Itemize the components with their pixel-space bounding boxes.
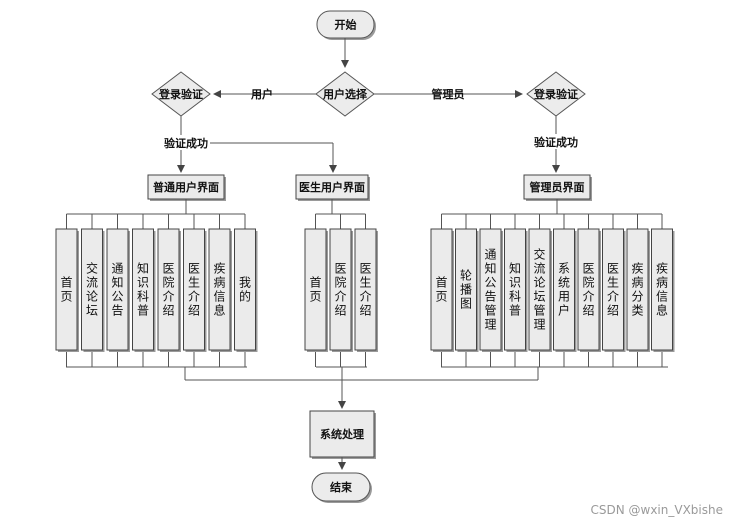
edge-label-success-right: 验证成功	[534, 135, 578, 149]
module-label: 通知公告	[111, 262, 123, 318]
end-label: 结束	[329, 480, 353, 494]
edge-label-user: 用户	[251, 87, 273, 101]
module-box	[304, 228, 327, 351]
module-box	[55, 228, 78, 351]
module-box	[157, 228, 180, 351]
module-box	[132, 228, 154, 351]
edge-label-success-left: 验证成功	[164, 136, 208, 150]
module-label: 疾病信息	[213, 261, 225, 318]
module-box	[234, 228, 256, 351]
module-label: 医院介绍	[162, 262, 174, 318]
user-select-label: 用户选择	[323, 87, 368, 101]
module-label: 疾病分类	[631, 261, 643, 318]
end-node: 结束	[311, 472, 372, 503]
module-label: 系统用户	[558, 262, 570, 318]
system-process-label: 系统处理	[320, 427, 364, 441]
module-box	[430, 228, 453, 351]
login-left-label: 登录验证	[158, 87, 203, 101]
normal-user-modules: 首页 交流论坛 通知公告 知识科普 医院介绍 医生介绍 疾病信息 我的	[55, 199, 258, 367]
module-box	[106, 228, 129, 351]
module-label: 交流论坛管理	[533, 247, 545, 332]
module-label: 交流论坛	[86, 261, 98, 318]
module-label: 医院介绍	[582, 262, 594, 318]
module-box	[528, 228, 551, 351]
module-box	[354, 228, 377, 351]
module-box	[81, 228, 103, 351]
module-label: 首页	[435, 276, 447, 304]
admin-ui-box: 管理员界面	[523, 174, 592, 201]
module-label: 首页	[309, 276, 321, 304]
normal-user-ui-label: 普通用户界面	[153, 180, 219, 194]
login-left-decision: 登录验证	[151, 71, 211, 117]
user-select-decision: 用户选择	[315, 71, 375, 117]
module-label: 疾病信息	[656, 261, 668, 318]
start-node: 开始	[316, 10, 376, 40]
module-label: 医生介绍	[607, 262, 619, 318]
module-box	[455, 228, 477, 351]
module-label: 轮播图	[460, 269, 472, 311]
login-right-label: 登录验证	[533, 87, 578, 101]
watermark: CSDN @wxin_VXbishe	[590, 503, 723, 517]
start-label: 开始	[335, 18, 357, 32]
edge-label-admin: 管理员	[432, 87, 465, 101]
module-box	[329, 228, 352, 351]
module-label: 通知公告管理	[484, 248, 496, 332]
module-box	[651, 228, 673, 351]
system-process-box: 系统处理	[309, 410, 376, 459]
doctor-user-modules: 首页 医院介绍 医生介绍	[304, 199, 378, 367]
admin-ui-label: 管理员界面	[530, 180, 585, 194]
module-box	[208, 228, 231, 351]
doctor-user-ui-box: 医生用户界面	[295, 174, 370, 201]
module-label: 我的	[239, 276, 251, 304]
module-label: 知识科普	[137, 262, 149, 318]
module-box	[626, 228, 649, 351]
normal-user-ui-box: 普通用户界面	[147, 174, 226, 201]
module-box	[504, 228, 526, 351]
module-label: 医生介绍	[188, 262, 200, 318]
module-box	[602, 228, 624, 351]
edge-label-bg-left	[162, 135, 210, 150]
module-box	[183, 228, 205, 351]
module-box	[577, 228, 600, 351]
module-label: 医生介绍	[359, 262, 371, 318]
module-label: 知识科普	[509, 262, 521, 318]
doctor-user-ui-label: 医生用户界面	[299, 180, 365, 194]
module-box	[553, 228, 575, 351]
module-label: 医院介绍	[334, 262, 346, 318]
login-right-decision: 登录验证	[526, 71, 586, 117]
edge-label-bg-right	[532, 134, 580, 149]
module-label: 首页	[60, 276, 72, 304]
module-box	[479, 228, 502, 351]
